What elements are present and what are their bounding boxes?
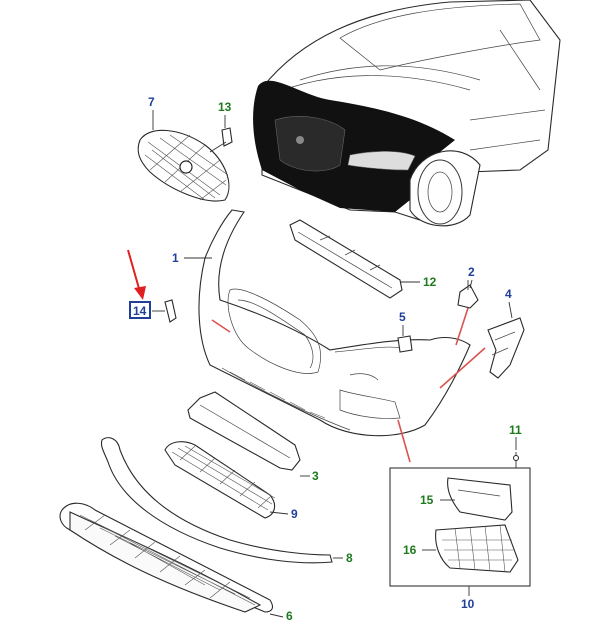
callout-15[interactable]: 15 (420, 493, 434, 507)
callout-10[interactable]: 10 (461, 597, 475, 611)
part-4-side-bracket (487, 317, 525, 379)
callout-6[interactable]: 6 (286, 609, 293, 623)
part-2-bracket (457, 280, 479, 309)
callout-labels: 1 2 3 4 5 6 7 8 9 10 11 12 13 14 15 16 (133, 95, 522, 623)
part-1-bumper-cover (198, 209, 471, 437)
part-6-undertray (59, 502, 274, 613)
callout-14-highlight-box (129, 301, 151, 319)
callout-11[interactable]: 11 (509, 423, 522, 437)
callout-2[interactable]: 2 (468, 265, 475, 279)
callout-1[interactable]: 1 (172, 251, 179, 265)
part-3-lower-reinforcement (187, 391, 301, 471)
callout-leaders (152, 110, 517, 618)
part-8-lower-trim (100, 437, 333, 564)
part-9-lower-grille (164, 441, 276, 519)
callout-7[interactable]: 7 (148, 95, 155, 109)
inset-box (389, 467, 531, 587)
red-pointer-arrow (127, 249, 146, 300)
callout-5[interactable]: 5 (399, 310, 406, 324)
callout-4[interactable]: 4 (505, 287, 512, 301)
callout-14[interactable]: 14 (133, 304, 147, 318)
callout-16[interactable]: 16 (403, 543, 417, 557)
red-leader-lines (211, 307, 486, 463)
part-5-bracket (397, 335, 413, 353)
callout-9[interactable]: 9 (291, 507, 298, 521)
callout-12[interactable]: 12 (423, 275, 437, 289)
part-13-clip (209, 127, 233, 153)
part-11-screw (513, 452, 519, 468)
part-7-upper-grille (137, 129, 230, 202)
callout-8[interactable]: 8 (346, 551, 353, 565)
callout-13[interactable]: 13 (218, 100, 232, 114)
part-14-clip (164, 299, 177, 323)
vehicle-front-outline (253, 0, 561, 227)
callout-3[interactable]: 3 (312, 469, 319, 483)
part-12-bracket (289, 219, 403, 299)
